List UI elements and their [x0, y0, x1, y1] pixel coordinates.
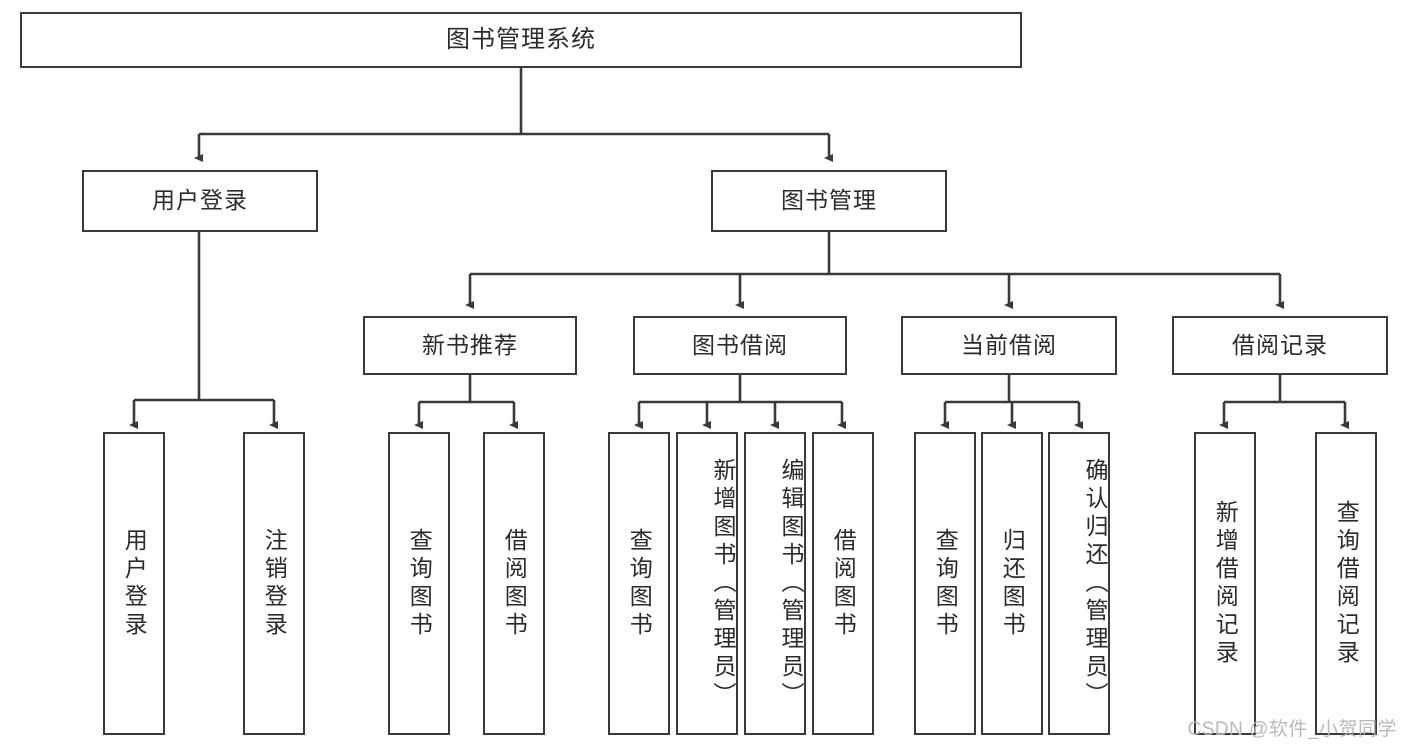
node-label: 新增图书（管理员）: [710, 457, 736, 710]
leaf-borrow-edit-book[interactable]: 编辑图书（管理员）: [744, 432, 806, 735]
leaf-current-return-book[interactable]: 归还图书: [981, 432, 1043, 735]
leaf-recommend-borrow-book[interactable]: 借阅图书: [483, 432, 545, 735]
node-book-management[interactable]: 图书管理: [711, 170, 947, 232]
node-label: 新书推荐: [422, 331, 518, 358]
node-label: 借阅图书: [830, 527, 857, 640]
leaf-record-add-record[interactable]: 新增借阅记录: [1194, 432, 1256, 735]
leaf-user-login-login[interactable]: 用户登录: [103, 432, 165, 735]
node-book-borrow[interactable]: 图书借阅: [633, 316, 847, 375]
node-user-login[interactable]: 用户登录: [82, 170, 318, 232]
node-label: 查询借阅记录: [1333, 499, 1360, 668]
node-label: 查询图书: [626, 527, 653, 640]
leaf-borrow-borrow-book[interactable]: 借阅图书: [812, 432, 874, 735]
node-label: 新增借阅记录: [1212, 499, 1239, 668]
leaf-user-login-logout[interactable]: 注销登录: [243, 432, 305, 735]
node-label: 借阅记录: [1232, 331, 1328, 358]
node-label: 当前借阅: [961, 331, 1057, 358]
node-label: 查询图书: [406, 527, 433, 640]
node-label: 图书管理系统: [446, 25, 596, 53]
node-label: 归还图书: [999, 527, 1026, 640]
node-label: 查询图书: [932, 527, 959, 640]
node-label: 编辑图书（管理员）: [778, 457, 804, 710]
leaf-borrow-query-book[interactable]: 查询图书: [608, 432, 670, 735]
node-root-system[interactable]: 图书管理系统: [20, 12, 1022, 68]
node-borrow-record[interactable]: 借阅记录: [1172, 316, 1388, 375]
leaf-current-query-book[interactable]: 查询图书: [914, 432, 976, 735]
node-new-book-recommend[interactable]: 新书推荐: [363, 316, 577, 375]
leaf-record-query-record[interactable]: 查询借阅记录: [1315, 432, 1377, 735]
node-label: 图书借阅: [692, 331, 788, 358]
watermark: CSDN @软件_小贺同学: [1187, 719, 1397, 740]
node-label: 确认归还（管理员）: [1082, 457, 1108, 710]
leaf-borrow-add-book[interactable]: 新增图书（管理员）: [676, 432, 738, 735]
node-current-borrow[interactable]: 当前借阅: [901, 316, 1117, 375]
leaf-current-confirm-return[interactable]: 确认归还（管理员）: [1048, 432, 1110, 735]
leaf-recommend-query-book[interactable]: 查询图书: [388, 432, 450, 735]
node-label: 借阅图书: [501, 527, 528, 640]
node-label: 用户登录: [121, 527, 148, 640]
node-label: 注销登录: [261, 527, 288, 640]
node-label: 用户登录: [152, 187, 248, 214]
node-label: 图书管理: [781, 187, 877, 214]
